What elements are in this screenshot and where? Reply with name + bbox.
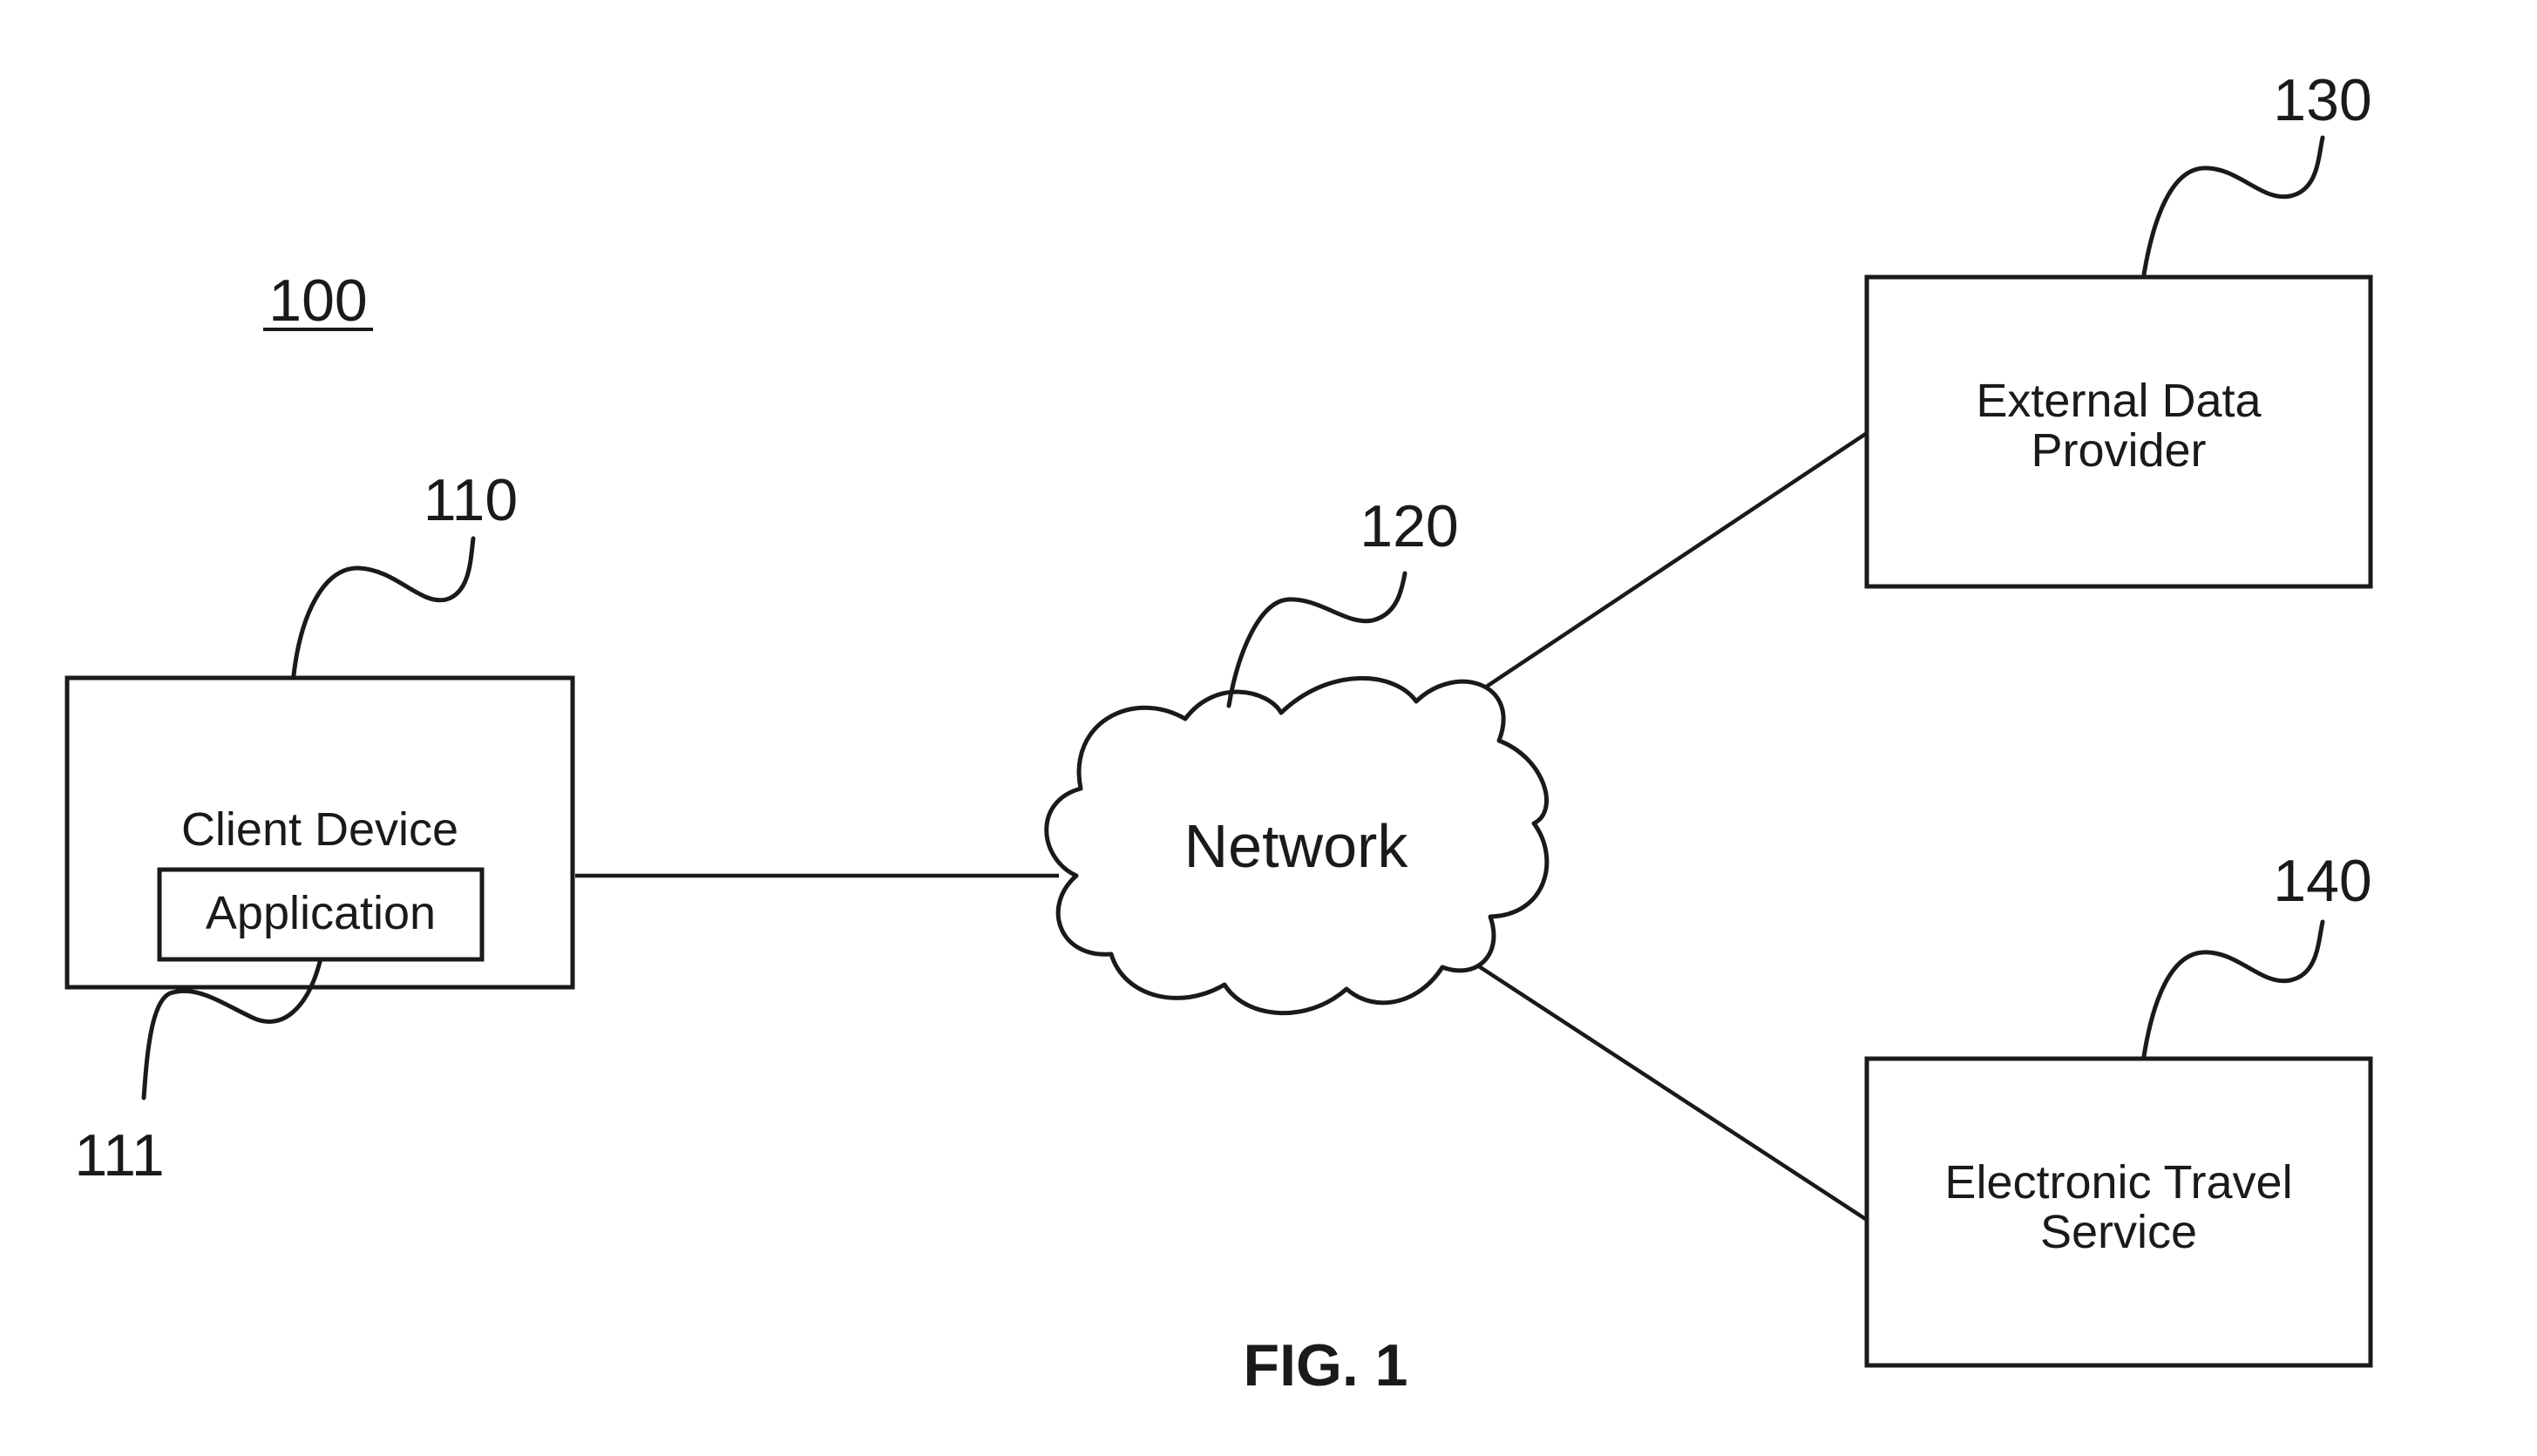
application-box bbox=[157, 867, 485, 962]
electronic-travel-service-ref-number: 140 bbox=[2273, 848, 2371, 914]
electronic-travel-service-label-line2: Service bbox=[2040, 1206, 2197, 1258]
client-device-leader bbox=[291, 536, 476, 678]
external-data-provider-label-line1: External Data bbox=[1976, 375, 2262, 427]
external-data-provider-box bbox=[1864, 274, 2373, 589]
external-data-provider-ref-number: 130 bbox=[2273, 67, 2371, 133]
application-ref-number: 111 bbox=[74, 1122, 164, 1189]
electronic-travel-service-box bbox=[1864, 1056, 2373, 1368]
client-device-ref-number: 110 bbox=[424, 467, 518, 533]
application-label: Application bbox=[206, 887, 436, 939]
network-cloud-shape bbox=[1044, 676, 1550, 1015]
electronic-travel-service-leader bbox=[2141, 919, 2325, 1059]
network-label: Network bbox=[1184, 812, 1409, 880]
external-data-provider-leader bbox=[2141, 135, 2325, 277]
electronic-travel-service-label-line1: Electronic Travel bbox=[1944, 1156, 2292, 1209]
client-device-label: Client Device bbox=[181, 803, 458, 856]
network-leader bbox=[1226, 571, 1408, 708]
external-data-provider-label-line2: Provider bbox=[2031, 424, 2206, 477]
connector-network-to-external-data bbox=[1475, 431, 1869, 694]
system-ref-number: 100 bbox=[268, 267, 367, 334]
connector-network-to-travel-service bbox=[1462, 955, 1869, 1222]
application-leader bbox=[141, 959, 322, 1100]
figure-caption: FIG. 1 bbox=[1244, 1332, 1408, 1398]
network-ref-number: 120 bbox=[1360, 493, 1458, 559]
